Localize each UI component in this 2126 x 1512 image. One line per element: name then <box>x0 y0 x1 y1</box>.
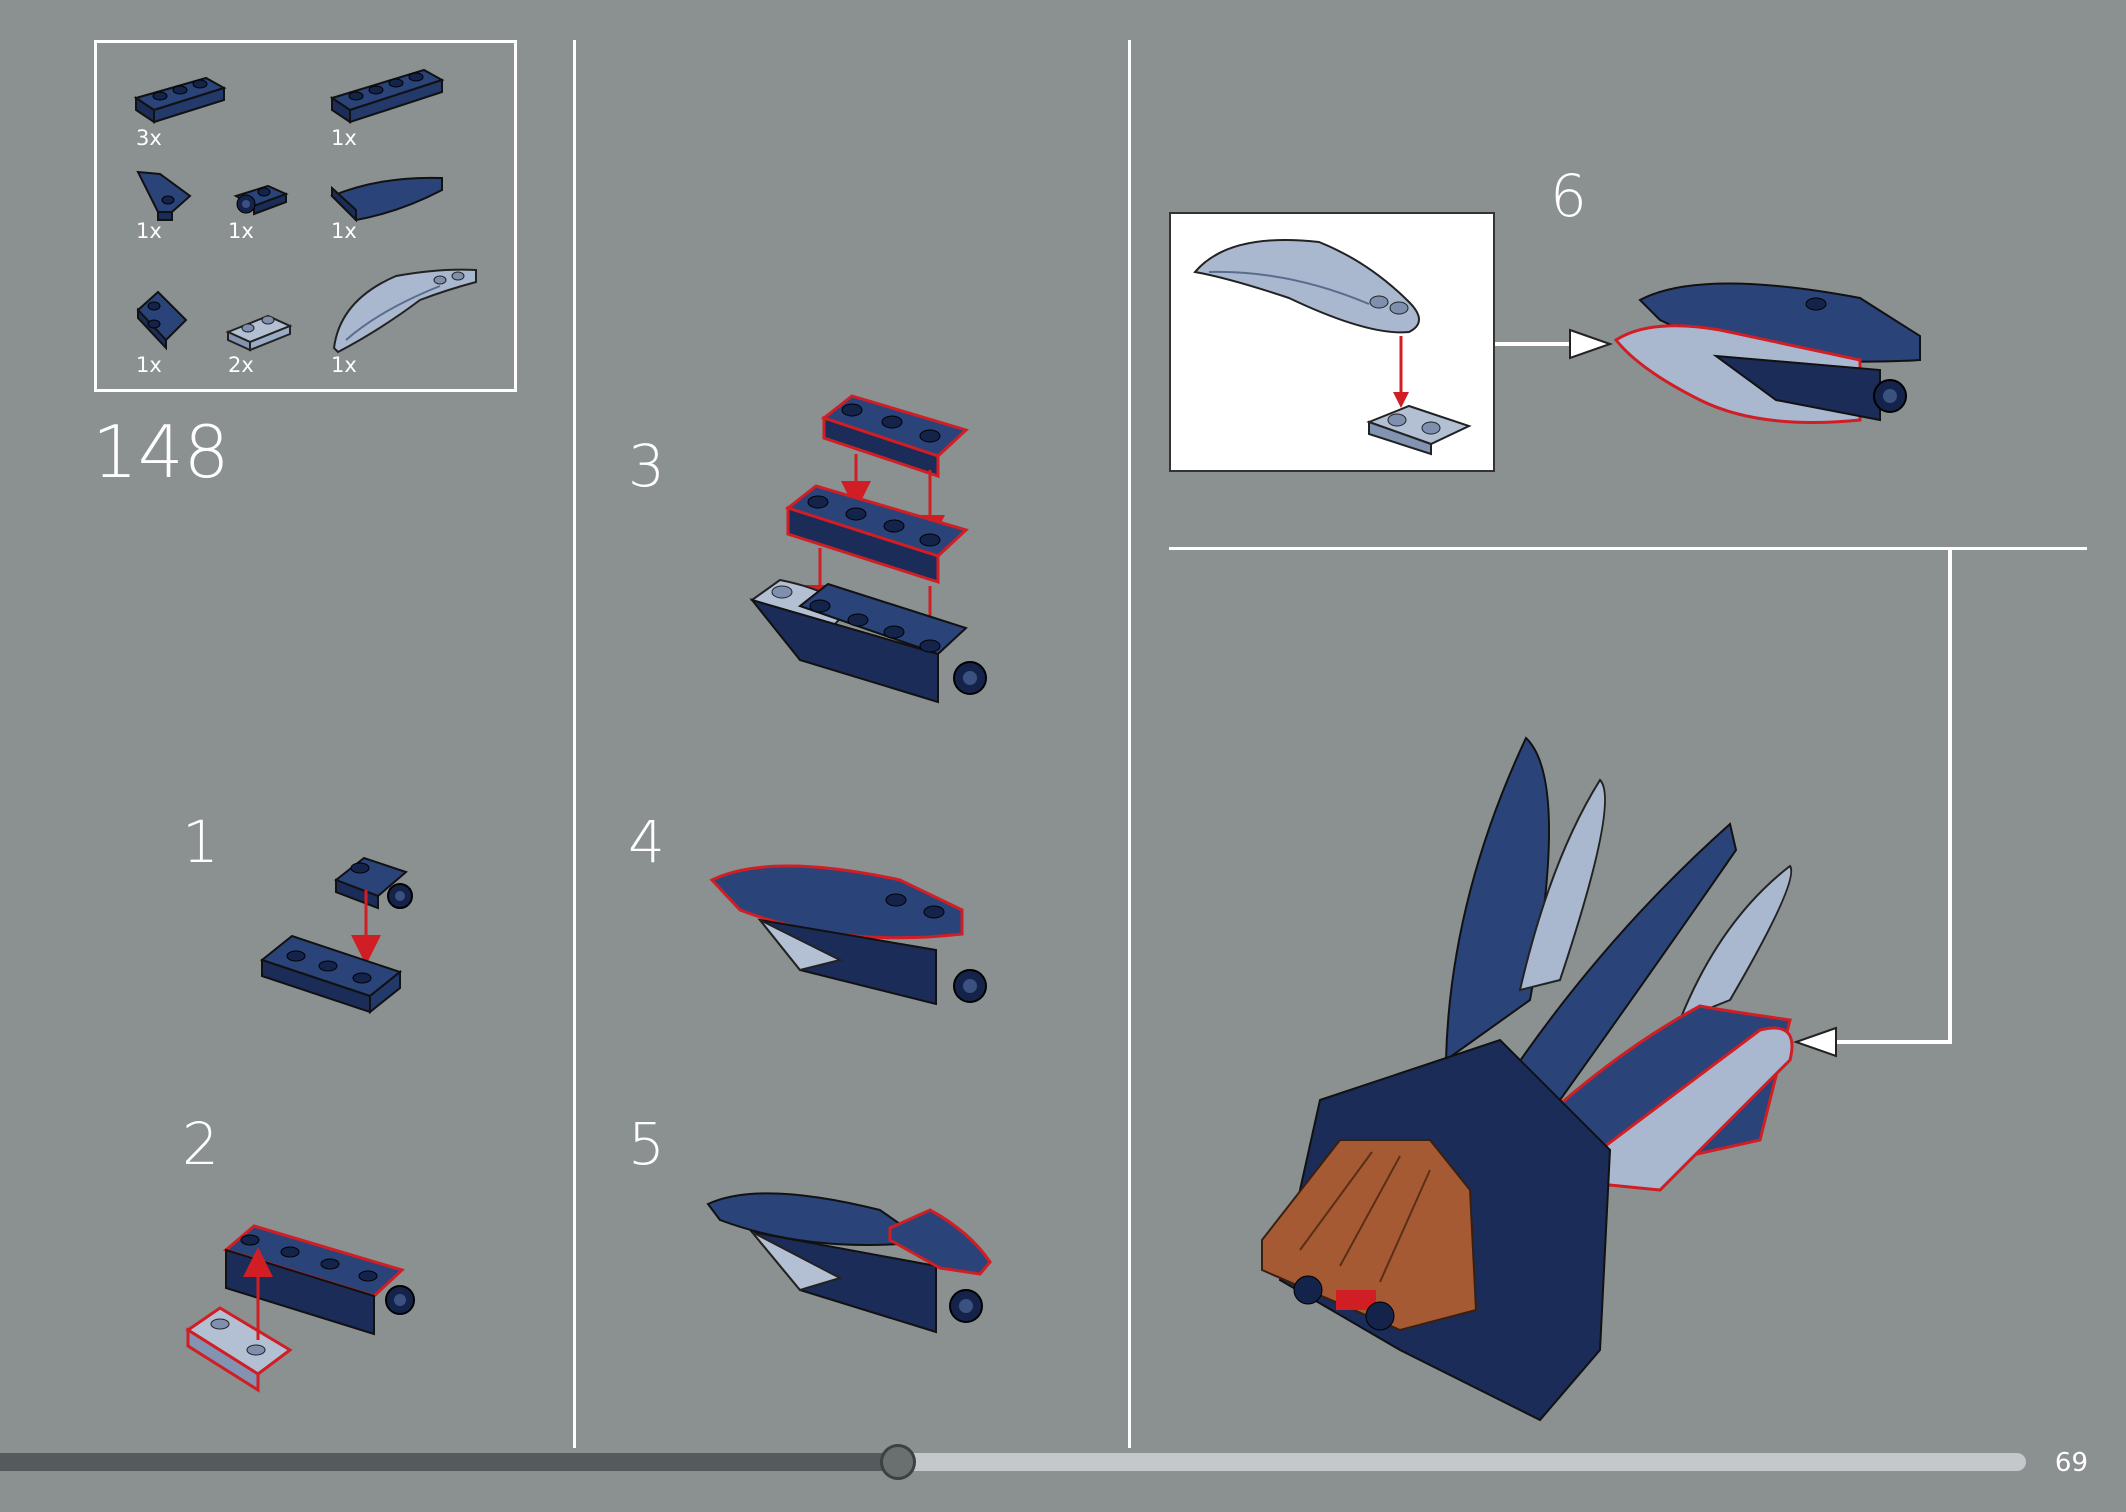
main-step-number: 148 <box>92 410 230 494</box>
final-assembly-illustration <box>1261 550 1952 1422</box>
part-qty-3: 1x <box>136 219 162 243</box>
step-number-6: 6 <box>1550 162 1587 230</box>
step-number-4: 4 <box>628 808 665 876</box>
plate-1x4-icon <box>329 68 445 124</box>
part-qty-7: 2x <box>228 353 254 377</box>
wedge-plate-icon <box>136 170 192 221</box>
parts-list-box <box>94 40 517 392</box>
part-qty-8: 1x <box>331 353 357 377</box>
step-6-zoom-illustration <box>1193 239 1472 456</box>
column-divider-1 <box>573 40 576 1448</box>
step-number-1: 1 <box>182 808 219 876</box>
step-4-illustration <box>709 864 987 1006</box>
column-divider-2 <box>1128 40 1131 1448</box>
curved-slope-icon <box>330 176 443 223</box>
progress-knob[interactable] <box>880 1444 916 1480</box>
horizontal-divider <box>1169 547 2087 550</box>
part-qty-5: 1x <box>331 219 357 243</box>
feather-icon <box>332 268 477 354</box>
step-2-illustration <box>185 1224 415 1393</box>
wedge-2x2-icon <box>136 290 188 351</box>
plate-1x3-icon <box>133 76 227 124</box>
plate-with-clip-icon <box>233 184 289 216</box>
step-5-illustration <box>706 1192 992 1334</box>
step-number-5: 5 <box>628 1110 665 1178</box>
step-number-3: 3 <box>628 432 665 500</box>
part-qty-6: 1x <box>136 353 162 377</box>
step-6-illustration <box>1495 282 1921 424</box>
step-1-illustration <box>259 856 413 1015</box>
plate-1x2-sand-blue-icon <box>225 314 293 352</box>
step-number-2: 2 <box>182 1110 219 1178</box>
part-qty-1: 3x <box>136 126 162 150</box>
progress-fill <box>0 1453 898 1471</box>
step-3-illustration <box>749 394 987 704</box>
page-number: 69 <box>2054 1448 2088 1478</box>
part-qty-2: 1x <box>331 126 357 150</box>
part-qty-4: 1x <box>228 219 254 243</box>
